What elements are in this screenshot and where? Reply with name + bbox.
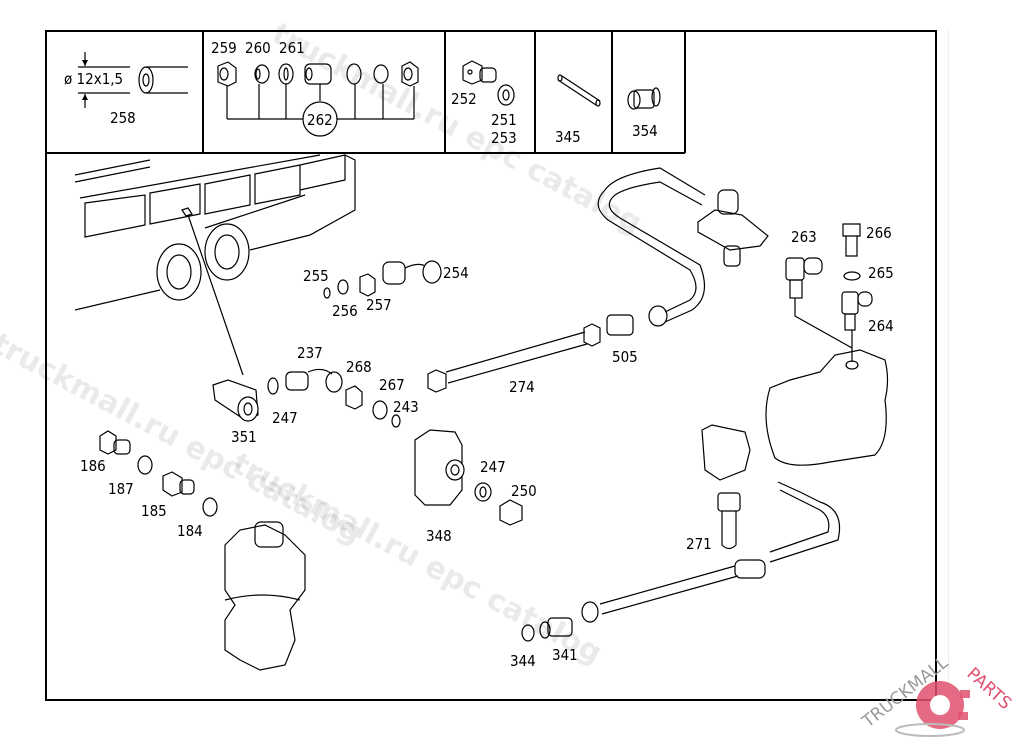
elbow-fittings-237-351-icon [212,368,401,428]
callout-254: 254 [443,264,469,282]
callout-247-b: 247 [480,458,506,476]
callout-187: 187 [108,480,134,498]
callout-263: 263 [791,228,817,246]
page-edge-line [948,30,949,720]
callout-264: 264 [868,317,894,335]
callout-266: 266 [866,224,892,242]
callout-348: 348 [426,527,452,545]
fittings-184-187-icon [99,430,218,517]
callout-251: 251 [491,111,517,129]
diagram-frame [45,30,937,701]
callout-256: 256 [332,302,358,320]
callout-265: 265 [868,264,894,282]
callout-268: 268 [346,358,372,376]
callout-243: 243 [393,398,419,416]
callout-259: 259 [211,39,237,57]
callout-185: 185 [141,502,167,520]
truck-outline-icon [74,154,356,376]
callout-186: 186 [80,457,106,475]
callout-344: 344 [510,652,536,670]
fitting-354-icon [627,87,661,110]
dimension-label: ø 12x1,5 [64,70,123,88]
callout-267: 267 [379,376,405,394]
callout-505: 505 [612,348,638,366]
callout-255: 255 [303,267,329,285]
callout-274: 274 [509,378,535,396]
watermark-bottom: truckmall.ru epc catalog [226,446,607,671]
fitting-set-262-icon [217,61,419,137]
callout-252: 252 [451,90,477,108]
callout-247-a: 247 [272,409,298,427]
callout-260: 260 [245,39,271,57]
callout-257: 257 [366,296,392,314]
pipe-and-governor-icon [597,167,769,323]
gear-logo-icon [895,681,970,737]
banjo-bolt-252-icon [462,60,515,106]
callout-262: 262 [307,111,333,129]
truckmall-parts-logo: TRUCKMALL PARTS [858,653,1015,737]
pipe-258-icon [78,52,188,108]
valve-348-icon [414,429,523,526]
hose-274-icon [427,305,668,393]
fittings-254-257-icon [323,260,442,299]
fittings-341-344-icon [521,617,573,642]
callout-351: 351 [231,428,257,446]
logo-text-parts: PARTS [963,664,1015,714]
valve-271-and-pipe-icon [581,424,841,623]
air-compressor-icon [765,349,889,466]
callout-184: 184 [177,522,203,540]
callout-261: 261 [279,39,305,57]
callout-345: 345 [555,128,581,146]
callout-253: 253 [491,129,517,147]
pin-345-icon [557,74,601,107]
callout-237: 237 [297,344,323,362]
callout-354: 354 [632,122,658,140]
callout-271: 271 [686,535,712,553]
callout-258: 258 [110,109,136,127]
pump-unit-icon [224,521,306,671]
callout-341: 341 [552,646,578,664]
callout-250: 250 [511,482,537,500]
fittings-263-266-icon [785,223,873,362]
